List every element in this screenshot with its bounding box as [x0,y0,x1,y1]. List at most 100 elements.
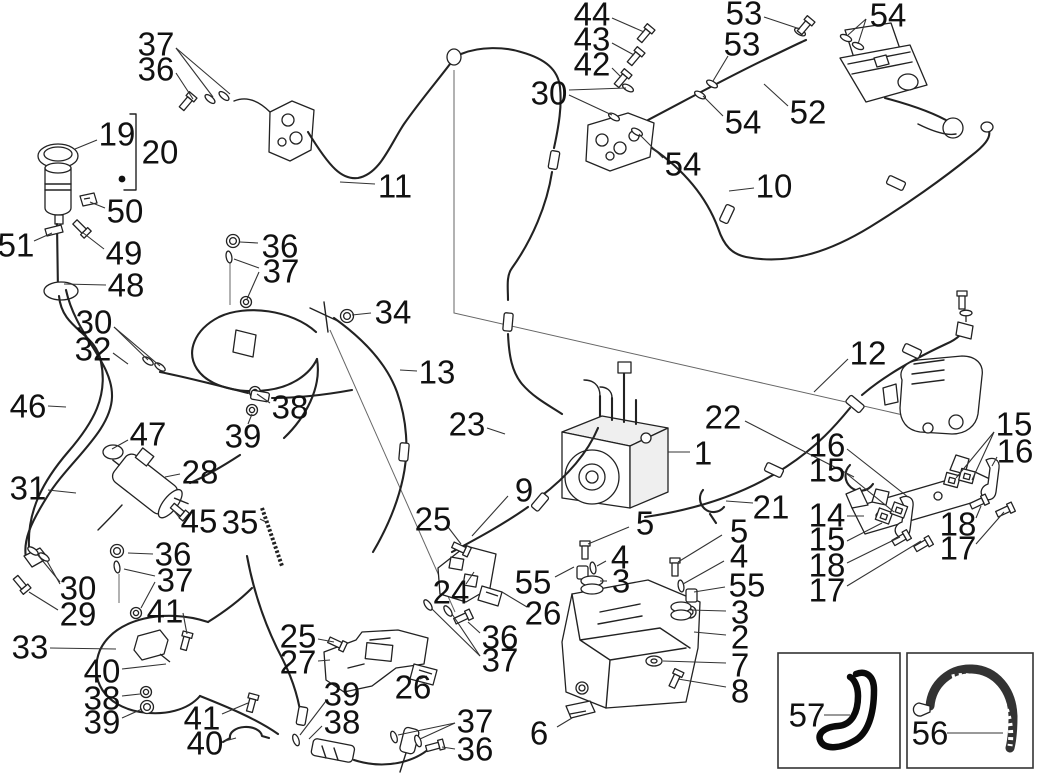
bolt-glyph [613,68,633,89]
sleeve-glyph [901,343,923,359]
leader-line-51 [33,232,53,242]
callout-label-3: 3 [731,594,749,631]
washer-glyph [839,33,853,43]
valve-40 [133,629,171,663]
bolt-glyph [668,667,685,689]
leader-line-4 [596,560,607,567]
bolt-glyph [453,608,475,625]
leader-line-13 [399,369,418,372]
hook-16-right [980,457,1000,501]
abs-modulator [561,361,669,509]
rear-master-cylinder [111,447,189,519]
callout-label-38: 38 [272,389,309,426]
hose-33-up [206,586,254,624]
leader-line-48 [63,283,107,286]
leader-line-37 [123,568,156,577]
washer-glyph [851,41,865,51]
sleeve-glyph [845,394,865,414]
callout-label-36: 36 [155,536,192,573]
callout-label-34: 34 [375,294,412,331]
leader-line-5 [677,534,723,563]
callout-label-37: 37 [482,642,519,679]
o-ring-57 [816,669,878,751]
group-20-dot [118,175,126,183]
leader-line-54 [847,18,867,36]
pipe-9b [450,505,530,554]
leader-line-16 [846,448,909,498]
ring-glyph [245,403,259,417]
callout-label-9: 9 [515,472,533,509]
ring-glyph [239,295,253,309]
leader-line-25 [447,526,462,545]
leader-line-17 [846,540,922,587]
loop-banjo-fitting [232,329,257,358]
leader-lines-layer [28,16,1005,750]
reference-leader-line [453,70,926,421]
leader-line-17 [975,511,1005,545]
bolt-glyph [626,46,646,67]
nut-glyph [339,308,355,324]
callout-label-25: 25 [280,618,317,655]
callout-label-8: 8 [731,673,749,710]
pipe-9a [538,426,600,499]
leader-line-34 [351,312,372,316]
callout-label-4: 4 [611,539,629,576]
nut-glyph [225,233,241,249]
callout-label-37: 37 [157,562,194,599]
callout-label-15: 15 [809,521,846,558]
bolt-glyph [72,219,92,239]
callout-label-36: 36 [482,619,519,656]
callout-label-26: 26 [525,595,562,632]
leader-line-37 [233,258,260,269]
washer-glyph [292,733,300,747]
sleeve-glyph [398,442,410,462]
leader-line-40 [121,663,167,670]
ring-glyph [139,685,153,699]
leader-line-22 [744,420,855,478]
fluid-reservoir [37,143,98,301]
leader-line-36 [127,552,154,555]
callout-label-54: 54 [725,104,762,141]
clip-glyph [958,467,976,485]
callout-label-54: 54 [665,146,702,183]
leader-line-2 [693,631,727,636]
callout-label-39: 39 [324,676,361,713]
callout-label-17: 17 [809,572,846,609]
pipe-13 [332,316,408,554]
callout-label-37: 37 [138,26,175,63]
leader-line-25 [317,638,335,643]
leader-line-38 [121,693,141,697]
leader-line-37 [431,608,481,657]
bolt-glyph [12,574,32,595]
bolt-glyph [995,501,1017,518]
leader-line-41 [182,612,188,635]
callout-label-56: 56 [912,715,949,752]
callout-label-3: 3 [612,563,630,600]
callout-label-10: 10 [756,168,793,205]
bottom-banjo-assembly [310,726,432,773]
leader-line-39 [247,413,253,425]
leader-line-15 [955,431,995,479]
callout-label-50: 50 [107,193,144,230]
callout-label-45: 45 [181,503,218,540]
rear-caliper [882,355,983,435]
leader-line-36 [175,72,194,100]
leader-line-12 [813,358,849,393]
leader-line-30 [113,326,161,367]
callout-label-40: 40 [84,653,121,690]
leader-line-54 [857,18,867,45]
leader-line-37 [451,613,481,657]
callout-label-5: 5 [636,505,654,542]
leader-line-19 [74,139,98,150]
callout-label-41: 41 [147,593,184,630]
sleeve-glyph [502,312,514,332]
hose-28b [270,388,354,400]
leader-line-44 [611,17,645,33]
leader-line-38 [308,725,323,740]
callout-label-47: 47 [130,416,167,453]
leader-line-54 [702,95,724,117]
hose-33-loop [95,614,210,715]
bolt-glyph [669,557,681,577]
clamp-47 [102,444,124,460]
